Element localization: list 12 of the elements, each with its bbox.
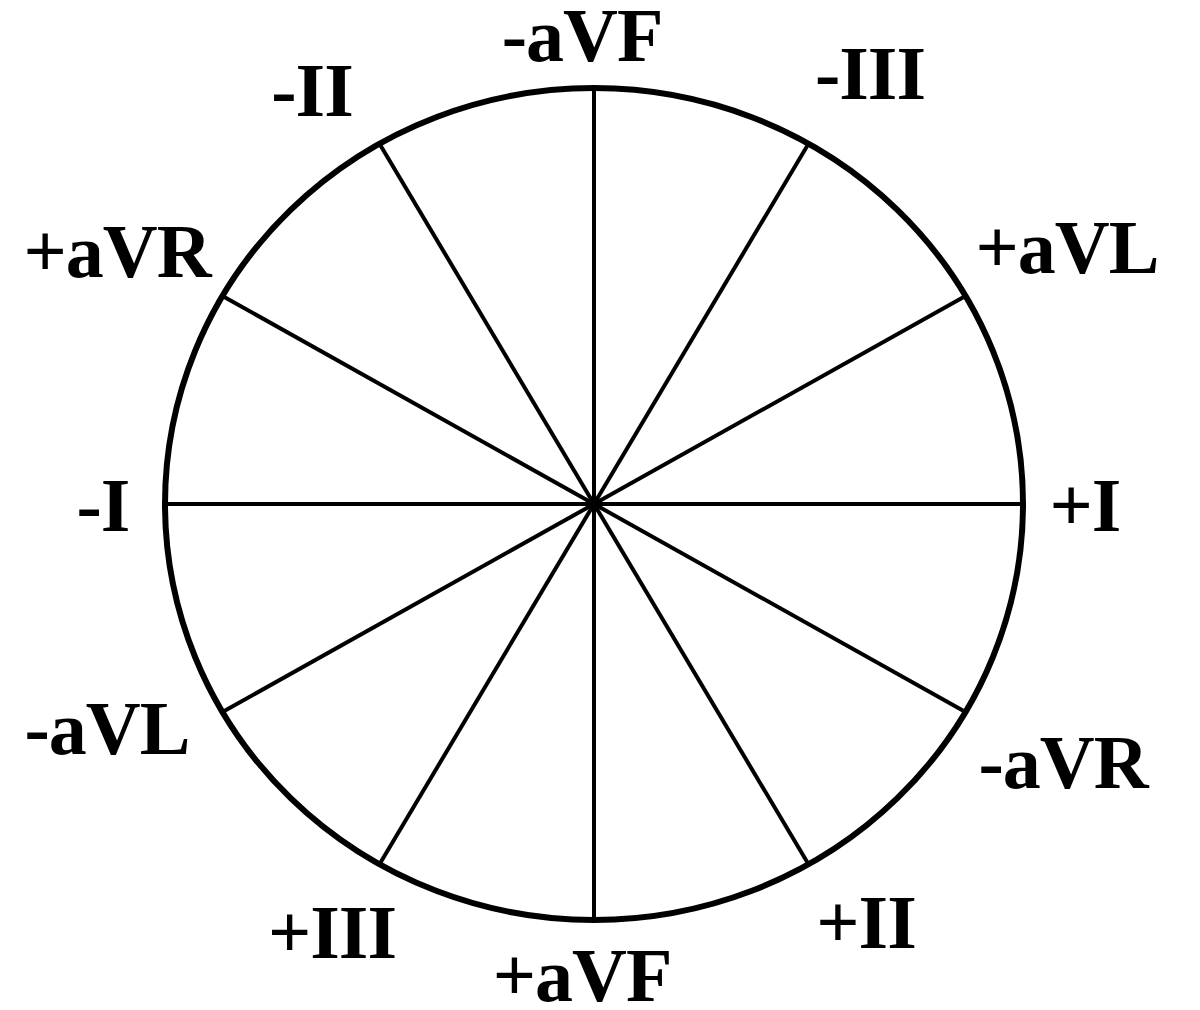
lead-label: +I	[1049, 473, 1121, 537]
lead-label: +II	[816, 890, 916, 954]
lead-label: +III	[268, 900, 396, 964]
lead-label: -aVL	[24, 696, 190, 760]
lead-label: -III	[815, 41, 925, 105]
lead-label: -aVF	[501, 3, 663, 67]
lead-label: +aVR	[23, 219, 211, 283]
lead-label: -II	[271, 58, 353, 122]
lead-label: -I	[76, 473, 130, 537]
lead-label: +aVF	[492, 943, 672, 1007]
lead-label: +aVL	[975, 215, 1159, 279]
lead-label: -aVR	[978, 730, 1148, 794]
